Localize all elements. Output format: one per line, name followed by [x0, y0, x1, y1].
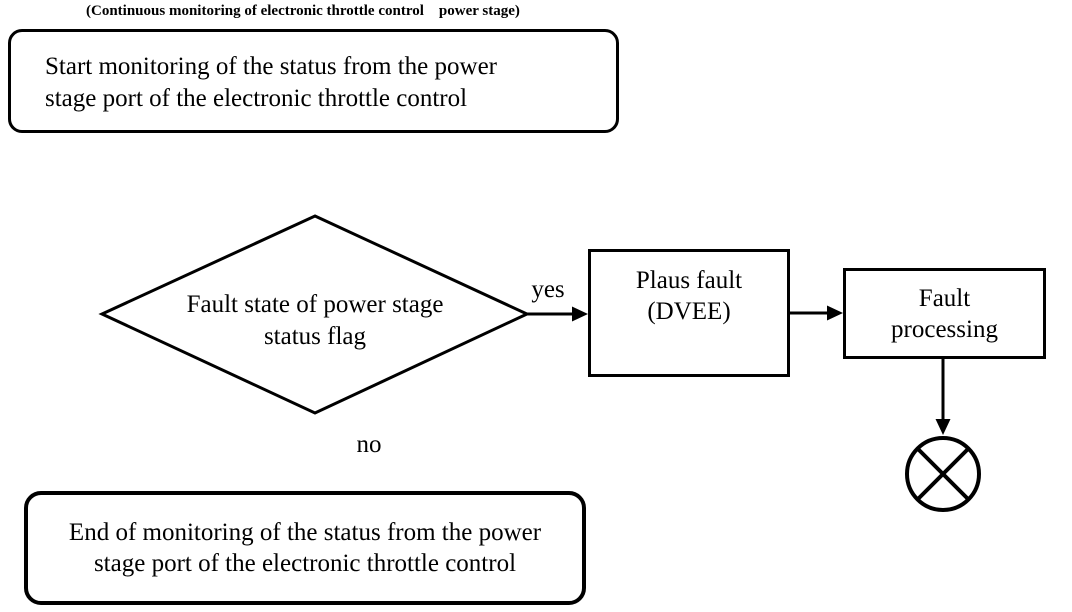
- fault-processing-text-line1: Fault: [918, 284, 971, 312]
- start-node-label: Start monitoring of the status from the …: [45, 51, 497, 115]
- start-node-text-line2: stage port of the electronic throttle co…: [45, 85, 468, 112]
- decision-node-label: Fault state of power stage status flag: [150, 289, 480, 353]
- plaus-fault-node: Plaus fault (DVEE): [588, 249, 790, 377]
- end-node-label: End of monitoring of the status from the…: [28, 517, 582, 579]
- fault-processing-node: Fault processing: [843, 268, 1046, 359]
- end-node: End of monitoring of the status from the…: [24, 491, 586, 605]
- plaus-fault-text-line2: (DVEE): [647, 298, 731, 325]
- fault-processing-node-label: Fault processing: [846, 283, 1043, 345]
- plaus-fault-text-line1: Plaus fault: [635, 267, 743, 294]
- plaus-to-processing-arrowhead-icon: [827, 305, 843, 321]
- processing-to-terminator-arrowhead-icon: [935, 419, 951, 435]
- no-edge-label: no: [356, 431, 382, 458]
- start-node-text-line1: Start monitoring of the status from the …: [45, 53, 498, 80]
- decision-diamond: [98, 214, 531, 415]
- yes-edge-label: yes: [531, 276, 565, 303]
- plaus-fault-node-label: Plaus fault (DVEE): [591, 265, 787, 327]
- fault-processing-text-line2: processing: [891, 315, 998, 343]
- decision-node-text-line1: Fault state of power stage: [186, 291, 444, 318]
- diagram-caption: (Continuous monitoring of electronic thr…: [86, 3, 520, 19]
- end-node-text-line2: stage port of the electronic throttle co…: [93, 550, 517, 577]
- start-node: Start monitoring of the status from the …: [8, 29, 619, 133]
- yes-arrowhead-icon: [572, 306, 588, 322]
- terminator-x-icon: [916, 447, 970, 501]
- decision-node-text-line2: status flag: [263, 323, 367, 350]
- end-node-text-line1: End of monitoring of the status from the…: [68, 519, 542, 546]
